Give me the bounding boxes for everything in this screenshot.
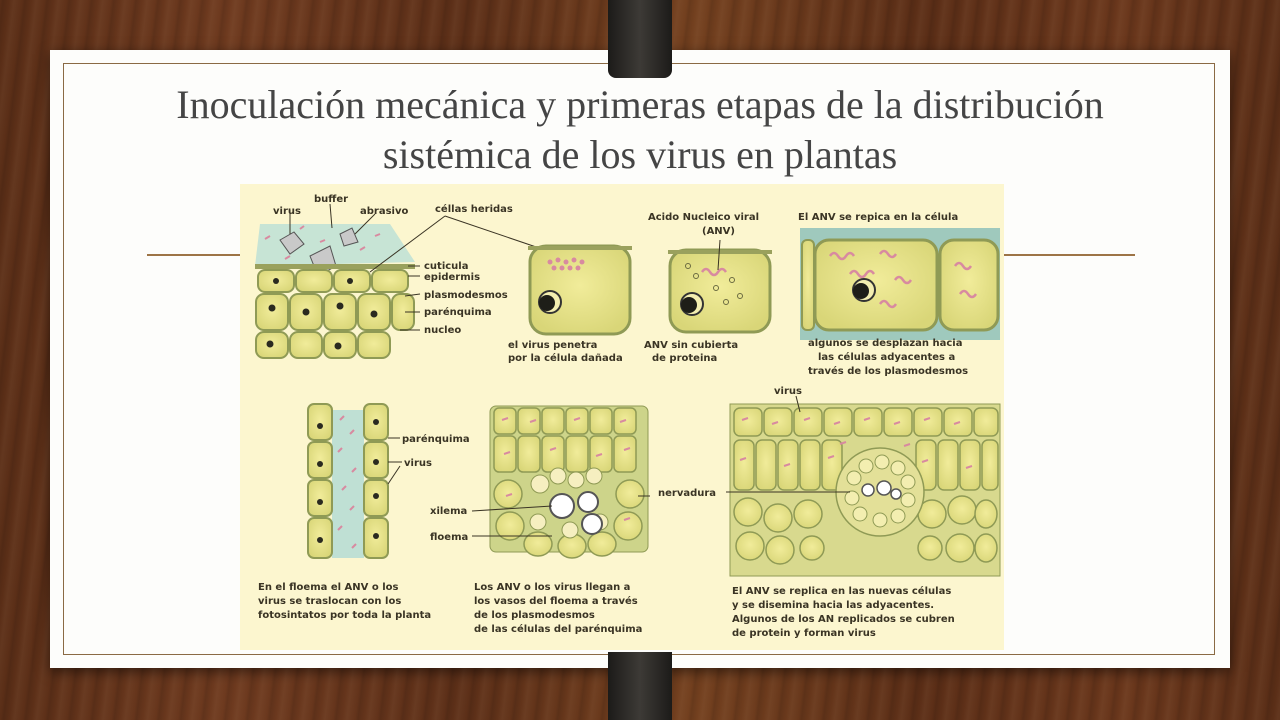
panel-7-caption-line-4: de protein y forman virus [732,628,876,639]
phloem-channel [332,410,364,558]
panel-5-label-virus: virus [404,458,432,469]
panel-3-label-line-1: Acido Nucleico viral [648,212,759,223]
figure-svg: virus buffer abrasivo céllas heridas cut… [255,194,1001,639]
panel-6-caption-line-1: Los ANV o los virus llegan a [474,582,630,593]
panel-4-caption-line-2: las células adyacentes a [818,351,955,363]
panel-6-vascular-bundle: xilema floema Los ANV o los virus llegan… [430,405,650,635]
panel-4-label: El ANV se repica en la célula [798,211,958,223]
panel-3-caption-line-2: de proteina [652,353,717,364]
panel-4-caption-line-1: algunos se desplazan hacia [808,338,962,349]
label-virus: virus [273,206,301,217]
panel-3-caption-line-1: ANV sin cubierta [644,340,738,351]
panel-2-caption-line-1: el virus penetra [508,340,597,351]
panel-4-caption-line-3: través de los plasmodesmos [808,365,968,377]
label-buffer: buffer [314,194,348,205]
panel-7-label-nervadura: nervadura [658,488,716,499]
panel-5-label-parenquima: parénquima [402,433,470,445]
label-cellas-heridas: céllas heridas [435,203,513,215]
panel-1-leaf-tissue: virus buffer abrasivo céllas heridas cut… [255,194,546,359]
title-rule-right [1004,254,1135,256]
panel-7-caption-line-2: y se disemina hacia las adyacentes. [732,600,934,611]
buffer-layer [255,224,415,266]
virus-distribution-figure: virus buffer abrasivo céllas heridas cut… [240,184,1004,650]
binder-strap-bottom [608,652,672,720]
panel-5-caption-line-3: fotosintatos por toda la planta [258,610,431,621]
panel-6-caption-line-2: los vasos del floema a través [474,595,638,607]
panel-4-anv-replication: El ANV se repica en la célula algunos se… [798,211,1000,377]
panel-6-caption-line-4: de las células del parénquima [474,623,642,635]
panel-3-uncoated-anv: Acido Nucleico viral (ANV) ANV sin cubie… [644,212,772,364]
title-line-2: sistémica de los virus en plantas [382,132,898,177]
panel-6-label-xilema: xilema [430,506,467,517]
panel-7-caption-line-3: Algunos de los AN replicados se cubren [732,614,955,625]
panel-7-label-virus: virus [774,386,802,397]
cuticle-layer [255,264,415,269]
abrasive-crystal [279,231,305,255]
panel-7-leaf-cross-section: virus nervadura El ANV se replica en las… [658,386,1001,639]
panel-6-caption-line-3: de los plasmodesmos [474,610,595,621]
panel-5-caption-line-1: En el floema el ANV o los [258,582,399,593]
panel-3-label-line-2: (ANV) [702,226,735,237]
label-abrasivo: abrasivo [360,206,408,217]
label-plasmodesmos: plasmodesmos [424,290,508,301]
label-nucleo: nucleo [424,325,461,336]
label-epidermis: epidermis [424,272,480,283]
panel-5-caption-line-2: virus se traslocan con los [258,596,401,607]
panel-5-phloem-translocation: parénquima virus En el floema el ANV o l… [258,403,470,621]
panel-2-caption-line-2: por la célula dañada [508,352,623,364]
panel-7-caption-line-1: El ANV se replica en las nuevas células [732,585,951,597]
label-parenquima: parénquima [424,306,492,318]
title-line-1: Inoculación mecánica y primeras etapas d… [176,82,1104,127]
slide-title: Inoculación mecánica y primeras etapas d… [63,80,1217,180]
binder-strap-top [608,0,672,78]
abrasive-crystal [339,227,359,247]
title-rule-left [147,254,242,256]
panel-2-virus-entry: el virus penetra por la célula dañada [508,244,632,364]
panel-6-label-floema: floema [430,532,468,543]
label-cuticula: cuticula [424,261,468,272]
